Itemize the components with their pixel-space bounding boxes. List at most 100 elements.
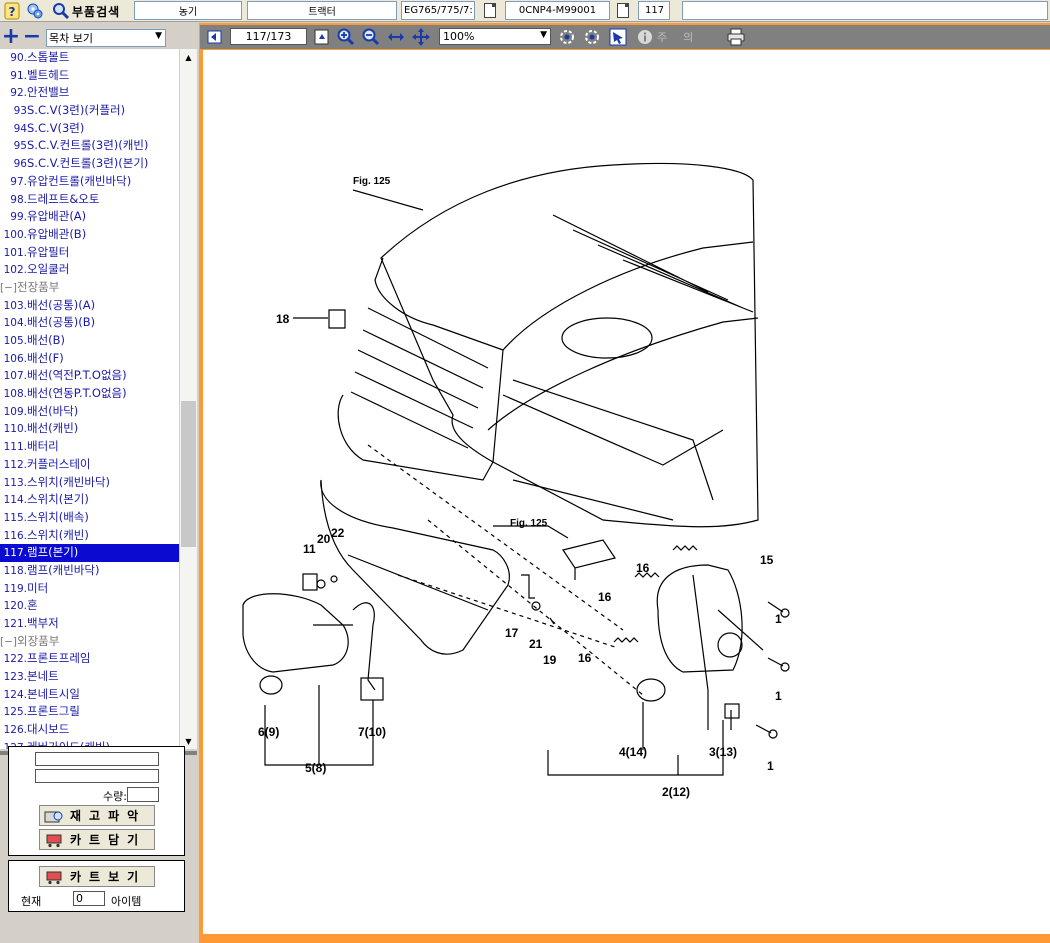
exploded-parts-diagram[interactable]: Fig. 125 Fig. 125 18 11 20 22 6(9) 7(10)… [203,50,1050,934]
callout-16-c[interactable]: 16 [578,651,592,665]
fit-width-icon[interactable] [386,28,405,46]
callout-1-c[interactable]: 1 [767,759,774,773]
rotate-left-icon[interactable] [557,28,576,46]
part-search-button[interactable]: 부품검색 [52,1,120,21]
callout-1-a[interactable]: 1 [775,612,782,626]
machine-type-field[interactable]: 트랙터 [247,1,397,20]
toc-item[interactable]: 114.스위치(본기) [0,491,179,509]
toc-view-select[interactable]: 목차 보기 ▼ [46,29,166,47]
toc-item[interactable]: 97.유압컨트롤(캐빈바닥) [0,173,179,191]
toc-item[interactable]: 94S.C.V(3련) [0,120,179,138]
toc-item[interactable]: 100.유압배관(B) [0,226,179,244]
toc-scrollbar[interactable]: ▲ ▼ [180,49,197,749]
scroll-up-icon[interactable]: ▲ [185,52,192,62]
callout-18[interactable]: 18 [276,312,290,326]
toc-item[interactable]: 115.스위치(배속) [0,509,179,527]
callout-7-10[interactable]: 7(10) [358,725,386,739]
callout-17[interactable]: 17 [505,626,519,640]
callout-21[interactable]: 21 [529,637,543,651]
model-field[interactable]: EG765/775/7: [401,1,475,20]
stock-check-button[interactable]: 재고파악 [39,805,155,826]
pan-icon[interactable] [411,28,430,46]
scroll-down-icon[interactable]: ▼ [185,736,192,746]
toc-item[interactable]: 127.레버가이드(캐빈) [0,739,179,749]
zoom-out-icon[interactable] [361,28,380,46]
toc-item[interactable]: 106.배선(F) [0,350,179,368]
toc-item[interactable]: 102.오일쿨러 [0,261,179,279]
toc-item-number: 119. [3,582,27,595]
callout-19[interactable]: 19 [543,653,557,667]
part-number-input[interactable] [35,752,159,766]
callout-3-13[interactable]: 3(13) [709,745,737,759]
page-indicator[interactable]: 117/173 [230,28,307,45]
toc-item[interactable]: 110.배선(캐빈) [0,420,179,438]
description-field[interactable] [682,1,1048,20]
caution-button[interactable]: 주의 [637,28,712,46]
toc-item[interactable]: 107.배선(역전P.T.O없음) [0,367,179,385]
toc-item[interactable]: 117.램프(본기) [0,544,179,562]
page-field[interactable]: 117 [638,1,670,20]
toc-section-header[interactable]: [−]외장품부 [0,633,179,651]
callout-20[interactable]: 20 [317,532,331,546]
toc-item[interactable]: 113.스위치(캐빈바닥) [0,474,179,492]
toc-item[interactable]: 108.배선(연동P.T.O없음) [0,385,179,403]
toc-item[interactable]: 98.드레프트&오토 [0,191,179,209]
toc-item[interactable]: 125.프론트그릴 [0,703,179,721]
expand-all-button[interactable]: + [1,24,21,49]
print-icon[interactable] [726,28,745,46]
toc-item[interactable]: 104.배선(공통)(B) [0,314,179,332]
callout-16-b[interactable]: 16 [598,590,612,604]
toc-item[interactable]: 109.배선(바닥) [0,403,179,421]
toc-item[interactable]: 119.미터 [0,580,179,598]
add-to-cart-button[interactable]: 카트담기 [39,829,155,850]
toc-item[interactable]: 90.스톱볼트 [0,49,179,67]
toc-item[interactable]: 124.본네트시일 [0,686,179,704]
zoom-select[interactable]: 100% ▼ [439,28,551,45]
toc-item[interactable]: 96S.C.V.컨트롤(3련)(본기) [0,155,179,173]
toc-item[interactable]: 126.대시보드 [0,721,179,739]
toc-item[interactable]: 105.배선(B) [0,332,179,350]
toc-item[interactable]: 122.프론트프레임 [0,650,179,668]
toc-item[interactable]: 91.벨트헤드 [0,67,179,85]
toc-item[interactable]: 92.안전밸브 [0,84,179,102]
callout-4-14[interactable]: 4(14) [619,745,647,759]
part-name-input[interactable] [35,769,159,783]
scroll-thumb[interactable] [181,401,196,547]
toc-item[interactable]: 93S.C.V(3련)(커플러) [0,102,179,120]
quantity-input[interactable] [127,787,159,802]
fit-page-icon[interactable] [312,28,331,46]
part-code-field[interactable]: 0CNP4-M99001 [505,1,610,20]
view-cart-button[interactable]: 카트보기 [39,866,155,887]
toc-item[interactable]: 103.배선(공통)(A) [0,297,179,315]
select-area-icon[interactable] [608,28,627,46]
toc-item[interactable]: 116.스위치(캐빈) [0,527,179,545]
callout-11[interactable]: 11 [303,542,316,556]
callout-5-8[interactable]: 5(8) [305,761,326,775]
document-icon[interactable] [484,3,496,18]
toc-item[interactable]: 120.혼 [0,597,179,615]
help-icon[interactable]: ? [2,1,22,21]
toc-item[interactable]: 121.백부저 [0,615,179,633]
callout-6-9[interactable]: 6(9) [258,725,279,739]
toc-item[interactable]: 112.커플러스테이 [0,456,179,474]
rotate-right-icon[interactable] [582,28,601,46]
callout-16-a[interactable]: 16 [636,561,650,575]
settings-icon[interactable] [25,1,45,21]
toc-item[interactable]: 101.유압필터 [0,244,179,262]
toc-item[interactable]: 123.본네트 [0,668,179,686]
zoom-in-icon[interactable] [336,28,355,46]
page-document-icon[interactable] [617,3,629,18]
callout-2-12[interactable]: 2(12) [662,785,690,799]
collapse-all-button[interactable]: − [22,24,42,49]
toc-item[interactable]: 111.배터리 [0,438,179,456]
toc-item[interactable]: 118.램프(캐빈바닥) [0,562,179,580]
category-field[interactable]: 농기 [134,1,242,20]
callout-1-b[interactable]: 1 [775,689,782,703]
callout-15[interactable]: 15 [760,553,774,567]
toc-item[interactable]: 99.유압배관(A) [0,208,179,226]
current-count-input[interactable]: 0 [73,891,105,906]
callout-22[interactable]: 22 [331,526,345,540]
first-page-icon[interactable] [205,28,224,46]
toc-item[interactable]: 95S.C.V.컨트롤(3련)(캐빈) [0,137,179,155]
toc-section-header[interactable]: [−]전장품부 [0,279,179,297]
